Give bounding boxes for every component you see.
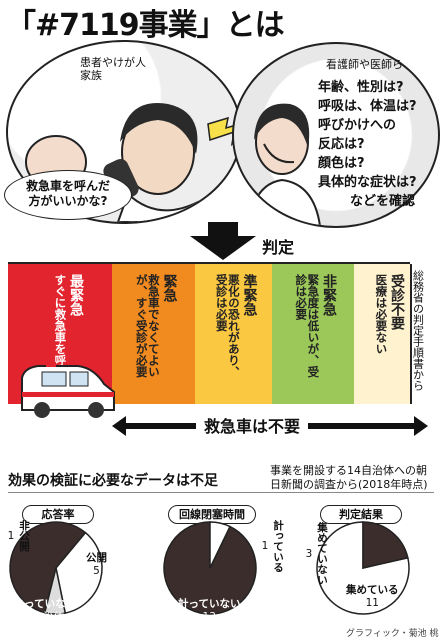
triage-level-desc: すぐに救急車を呼ぶ	[53, 274, 68, 378]
pie-slice-name: 公開	[86, 552, 107, 564]
judgement-label: 判定	[262, 238, 295, 257]
page-title: 「#7119事業」とは	[6, 8, 285, 43]
credit: グラフィック・菊池 桃	[346, 629, 439, 639]
triage-level-name: 受診不要	[389, 274, 405, 330]
question-item: 呼びかけへの	[318, 118, 397, 133]
question-item: 反応は?	[318, 137, 365, 152]
staff-label: 看護師や医師ら	[326, 58, 403, 71]
section-title: 効果の検証に必要なデータは不足	[8, 473, 218, 489]
triage-level-4: 非緊急緊急度は低いが、受診は必要	[272, 264, 354, 404]
pie-chart	[9, 521, 103, 615]
pie-slice-name: 集めていない	[316, 522, 328, 585]
pie-slice-name: とっていない	[14, 598, 77, 610]
pie-slice-value: 13	[202, 611, 216, 623]
triage-level-name: 準緊急	[241, 274, 258, 316]
triage-level-3: 準緊急悪化の恐れがあり、受診は必要	[195, 264, 272, 404]
triage-level-desc: 医療は必要ない	[374, 274, 389, 355]
triage-frame	[8, 262, 410, 406]
pie-title: 判定結果	[320, 505, 402, 524]
pie-slice-name: 計っていない	[178, 598, 241, 610]
source-note: 総務省の判定手順書から	[411, 270, 425, 391]
pie-slice-value: 5	[93, 565, 100, 577]
patient-thought-bubble: 救急車を呼んだ 方がいいかな?	[4, 170, 132, 220]
section-divider	[8, 492, 434, 493]
triage-level-name: 非緊急	[321, 274, 337, 316]
pie-slice-name: 非公開	[18, 520, 30, 552]
triage-level-2: 緊急救急車でなくてよいが、すぐ受診が必要	[112, 264, 195, 404]
patient-label: 患者やけが人 家族	[80, 56, 146, 82]
no-ambulance-label: 救急車は不要	[196, 413, 309, 437]
pie-slice	[362, 521, 409, 569]
question-item: 年齢、性別は?	[318, 80, 404, 95]
triage-level-5: 受診不要医療は必要ない	[354, 264, 412, 404]
triage-level-name: 最緊急	[68, 274, 84, 316]
pie-slice-value: 1	[5, 529, 17, 542]
pie-slice-value: 3	[303, 547, 315, 560]
question-item: 具体的な症状は?	[318, 175, 417, 190]
ambulance-icon	[21, 362, 115, 418]
triage-level-name: 緊急	[161, 274, 178, 302]
pie-slice	[209, 521, 231, 569]
triage-level-desc: 救急車でなくてよいが、すぐ受診が必要	[134, 274, 161, 378]
pie-title: 回線閉塞時間	[168, 505, 256, 524]
pie-slice-value: 11	[365, 597, 379, 609]
pie-slice-value: 1	[259, 540, 271, 553]
triage-level-desc: 緊急度は低いが、受診は必要	[294, 274, 321, 378]
pie-slice	[43, 567, 67, 615]
down-arrow-icon	[190, 222, 256, 260]
question-item: 呼吸は、体温は?	[318, 99, 417, 114]
patient-thought-text: 救急車を呼んだ 方がいいかな?	[25, 179, 110, 208]
question-item: などを確認	[350, 194, 416, 209]
pie-slice-name: 集めている	[346, 584, 399, 596]
staff-illustration	[232, 42, 440, 228]
pie-chart	[163, 521, 257, 615]
survey-note: 事業を開設する14自治体への朝日新聞の調査から(2018年時点)	[270, 464, 428, 491]
triage-level-desc: 悪化の恐れがあり、受診は必要	[214, 274, 241, 378]
pie-chart	[316, 521, 410, 615]
pie-slice	[9, 521, 87, 614]
pie-slice-value: 8自治体	[25, 611, 65, 623]
pie-slice	[55, 531, 103, 614]
question-list: 年齢、性別は? 呼吸は、体温は? 呼びかけへの 反応は? 顔色は? 具体的な症状…	[318, 78, 417, 211]
question-item: 顔色は?	[318, 156, 365, 171]
pie-slice-name: 計っている	[272, 520, 284, 573]
